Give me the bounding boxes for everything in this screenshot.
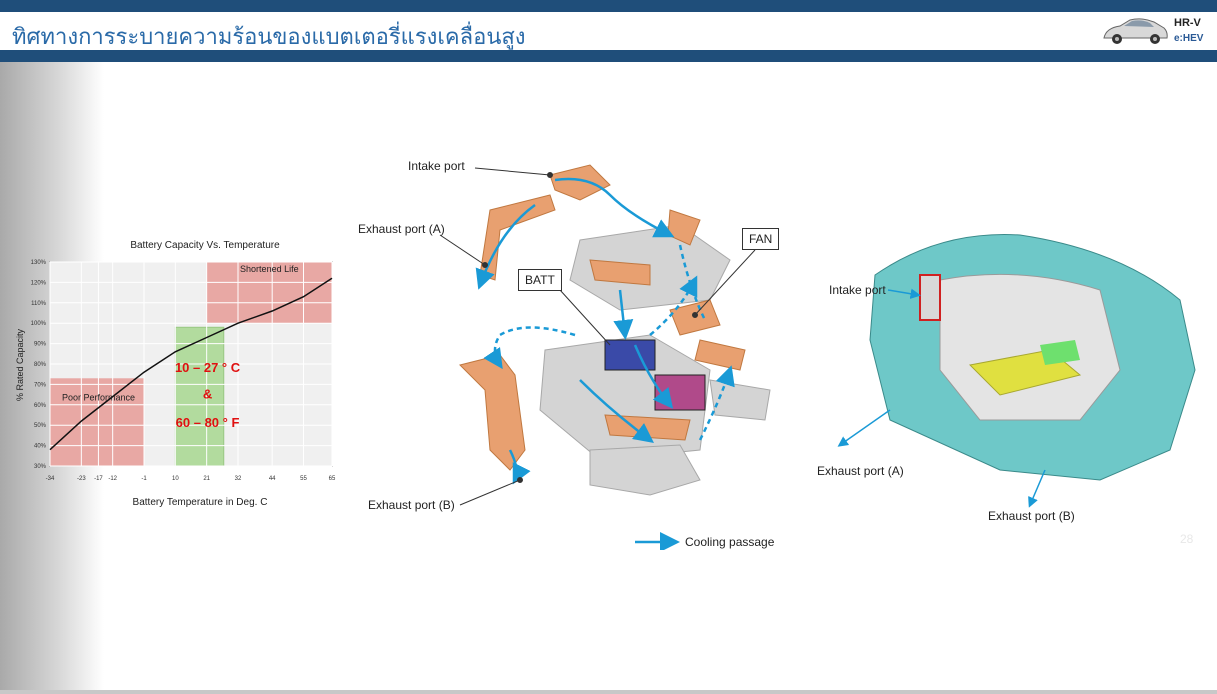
title-bar: ทิศทางการระบายความร้อนของแบตเตอรี่แรงเคล… — [0, 12, 1217, 50]
label-exhaust-port-b: Exhaust port (B) — [368, 498, 455, 512]
cooling-diagram-illustration — [439, 164, 771, 552]
optimal-range-fahrenheit: 60 – 80 ° F — [176, 415, 240, 430]
cooling-flow-paths — [475, 177, 735, 485]
optimal-range-region — [174, 326, 225, 467]
page-number: 28 — [1180, 532, 1194, 546]
x-tick-label: 65 — [329, 476, 336, 482]
y-tick-label: 40% — [34, 444, 47, 450]
rear-flow-arrows — [837, 288, 1046, 508]
y-tick-label: 130% — [31, 260, 47, 266]
car-logo-icon — [1103, 18, 1168, 44]
duct-parts — [459, 164, 746, 471]
top-bar — [0, 0, 1217, 12]
battery-cover — [1040, 340, 1080, 365]
x-tick-label: -17 — [94, 476, 103, 482]
chart-xlabel: Battery Temperature in Deg. C — [133, 497, 268, 508]
x-tick-label: -1 — [141, 476, 147, 482]
poor-performance-region — [50, 378, 144, 466]
battery-capacity-chart: Battery Capacity Vs. Temperature % Rated… — [0, 230, 350, 520]
chart-canvas: Battery Capacity Vs. Temperature % Rated… — [15, 240, 336, 508]
label-batt: BATT — [518, 269, 562, 291]
rear-body-view: Intake port Exhaust port (A) Exhaust por… — [800, 220, 1217, 540]
chart-plot-area: -34 -23 -17 -12 -1 10 21 32 44 55 65 130% 120% 110% 10… — [31, 260, 336, 482]
battery-module-1 — [604, 339, 656, 371]
x-tick-label: -23 — [77, 476, 86, 482]
x-tick-label: -34 — [46, 476, 55, 482]
hybrid-badge: e:HEV — [1174, 33, 1204, 44]
rear-label-exhaust-port-a: Exhaust port (A) — [817, 464, 904, 478]
capacity-curve — [49, 277, 333, 451]
battery-module-2 — [654, 374, 706, 411]
shortened-life-label: Shortened Life — [240, 264, 299, 274]
y-tick-label: 120% — [31, 280, 47, 286]
callout-leaders — [439, 167, 756, 506]
cooling-diagram: Intake port Exhaust port (A) Exhaust por… — [350, 150, 800, 552]
x-tick-label: 55 — [300, 476, 307, 482]
model-name: HR-V — [1174, 17, 1201, 29]
title-underbar — [0, 50, 1217, 62]
y-tick-label: 50% — [34, 423, 47, 429]
x-tick-label: 10 — [172, 476, 179, 482]
rear-body-illustration — [837, 234, 1196, 508]
y-tick-label: 100% — [31, 321, 47, 327]
intake-grille — [919, 274, 941, 321]
x-tick-label: 21 — [203, 476, 210, 482]
y-tick-label: 110% — [31, 301, 47, 307]
chart-title: Battery Capacity Vs. Temperature — [130, 240, 280, 251]
label-fan: FAN — [742, 228, 780, 250]
slide-title: ทิศทางการระบายความร้อนของแบตเตอรี่แรงเคล… — [12, 25, 526, 50]
x-tick-label: -12 — [108, 476, 117, 482]
y-tick-label: 90% — [34, 342, 47, 348]
x-tick-label: 32 — [235, 476, 242, 482]
chart-ylabel: % Rated Capacity — [15, 328, 25, 401]
y-tick-label: 70% — [34, 382, 47, 388]
label-exhaust-port-a: Exhaust port (A) — [358, 222, 445, 236]
legend-cooling-passage: Cooling passage — [685, 535, 775, 549]
poor-performance-label: Poor Performance — [62, 393, 135, 403]
cabin-interior — [939, 273, 1121, 421]
label-intake-port: Intake port — [408, 159, 465, 173]
optimal-range-and: & — [203, 387, 212, 402]
bottom-divider — [0, 690, 1217, 694]
rear-label-intake-port: Intake port — [829, 283, 886, 297]
optimal-range-celsius: 10 – 27 ° C — [175, 360, 241, 375]
x-tick-label: 44 — [269, 476, 276, 482]
y-tick-label: 60% — [34, 403, 47, 409]
y-tick-label: 80% — [34, 362, 47, 368]
rear-label-exhaust-port-b: Exhaust port (B) — [988, 509, 1075, 523]
y-tick-label: 30% — [34, 464, 47, 470]
